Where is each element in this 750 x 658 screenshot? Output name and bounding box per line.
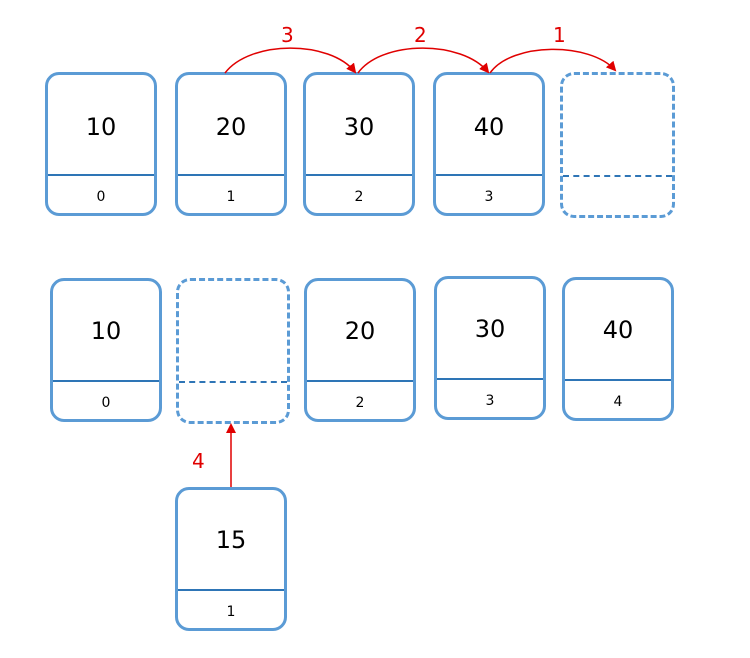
- top-cell-0-divider: [48, 174, 154, 176]
- top-cell-1: 20 1: [175, 72, 287, 216]
- bottom-cell-2-index: 2: [355, 395, 365, 411]
- top-cell-3: 40 3: [433, 72, 545, 216]
- top-empty-slot: [560, 72, 675, 218]
- top-cell-2-value: 30: [343, 113, 375, 141]
- bottom-cell-2-value: 20: [344, 317, 376, 345]
- top-cell-3-value: 40: [473, 113, 505, 141]
- top-cell-2-index: 2: [354, 189, 364, 205]
- top-cell-2-divider: [306, 174, 412, 176]
- bottom-cell-3-divider: [437, 378, 543, 380]
- bottom-cell-2-divider: [307, 380, 413, 382]
- insert-element: 15 1: [175, 487, 287, 631]
- arrow-shift-20: [224, 47, 357, 74]
- top-cell-3-index: 3: [484, 189, 494, 205]
- bottom-cell-4: 40 4: [562, 277, 674, 421]
- arrow-shift-40: [489, 48, 617, 74]
- bottom-empty-slot-divider: [179, 381, 287, 383]
- bottom-cell-3-index: 3: [485, 393, 495, 409]
- step-label-2: 2: [414, 23, 427, 47]
- insert-element-value: 15: [215, 526, 247, 554]
- bottom-cell-0-value: 10: [90, 317, 122, 345]
- bottom-cell-0: 10 0: [50, 278, 162, 422]
- top-cell-0-value: 10: [85, 113, 117, 141]
- bottom-cell-0-divider: [53, 380, 159, 382]
- top-cell-0-index: 0: [96, 189, 106, 205]
- step-label-3: 3: [281, 23, 294, 47]
- top-cell-3-divider: [436, 174, 542, 176]
- arrow-shift-30: [357, 47, 490, 74]
- bottom-cell-3: 30 3: [434, 276, 546, 420]
- top-cell-1-value: 20: [215, 113, 247, 141]
- bottom-cell-4-value: 40: [602, 316, 634, 344]
- bottom-empty-slot: [176, 278, 290, 424]
- top-cell-0: 10 0: [45, 72, 157, 216]
- step-label-4: 4: [192, 449, 205, 473]
- top-cell-1-index: 1: [226, 189, 236, 205]
- bottom-cell-4-index: 4: [613, 394, 623, 410]
- bottom-cell-2: 20 2: [304, 278, 416, 422]
- top-empty-slot-divider: [563, 175, 672, 177]
- step-label-1: 1: [553, 23, 566, 47]
- bottom-cell-4-divider: [565, 379, 671, 381]
- insert-element-index: 1: [226, 604, 236, 620]
- insert-element-divider: [178, 589, 284, 591]
- top-cell-2: 30 2: [303, 72, 415, 216]
- top-cell-1-divider: [178, 174, 284, 176]
- bottom-cell-0-index: 0: [101, 395, 111, 411]
- bottom-cell-3-value: 30: [474, 315, 506, 343]
